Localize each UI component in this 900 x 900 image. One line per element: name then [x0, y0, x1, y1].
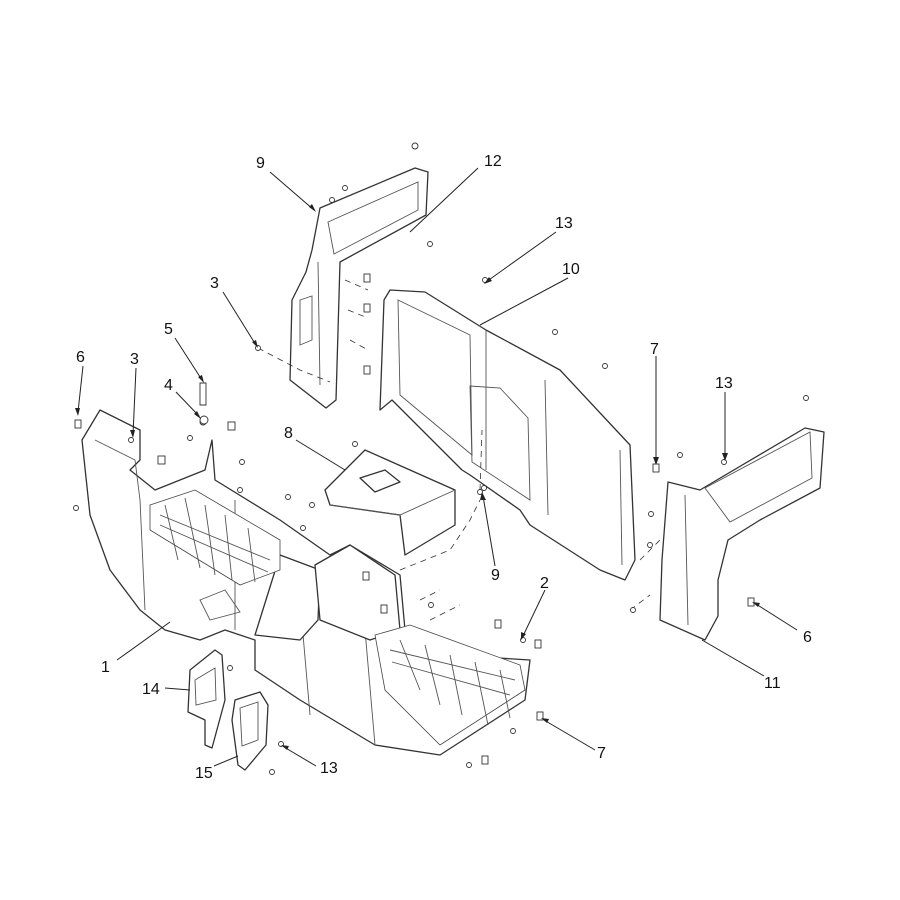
part-12-upper-side-panel	[289, 167, 429, 409]
callout-9-upper: 9	[256, 155, 265, 172]
right-floor-grate	[374, 624, 526, 746]
callout-10: 10	[562, 261, 580, 278]
callout-3-left: 3	[130, 351, 139, 368]
callout-1: 1	[101, 659, 110, 676]
part-11-right-side-panel	[659, 427, 825, 641]
left-floor-grate	[149, 489, 281, 586]
callout-labels: 9 12 13 10 3 5 7 6 3 13 4 8 9 2 6 1 11 1…	[76, 153, 812, 782]
callout-6-right: 6	[803, 629, 812, 646]
callout-3-upper: 3	[210, 275, 219, 292]
leader-lines	[75, 167, 798, 767]
callout-15: 15	[195, 765, 213, 782]
callout-7-bottom: 7	[597, 745, 606, 762]
fasteners	[73, 142, 809, 775]
callout-6-left: 6	[76, 349, 85, 366]
callout-13-bottom: 13	[320, 760, 338, 777]
callout-13-upper: 13	[555, 215, 573, 232]
assembly-guide-lines	[257, 279, 661, 621]
callout-7-right: 7	[650, 341, 659, 358]
part-14-bracket	[187, 649, 226, 749]
callout-14: 14	[142, 681, 160, 698]
callout-12: 12	[484, 153, 502, 170]
callout-5: 5	[164, 321, 173, 338]
part-15-bracket	[231, 691, 269, 771]
callout-8: 8	[284, 425, 293, 442]
callout-13-right: 13	[715, 375, 733, 392]
part-10-rear-panel	[379, 289, 636, 581]
callout-11: 11	[764, 675, 781, 692]
part-8-center-cover	[324, 449, 456, 556]
callout-2: 2	[540, 575, 549, 592]
callout-9-center: 9	[491, 567, 500, 584]
callout-4: 4	[164, 377, 173, 394]
